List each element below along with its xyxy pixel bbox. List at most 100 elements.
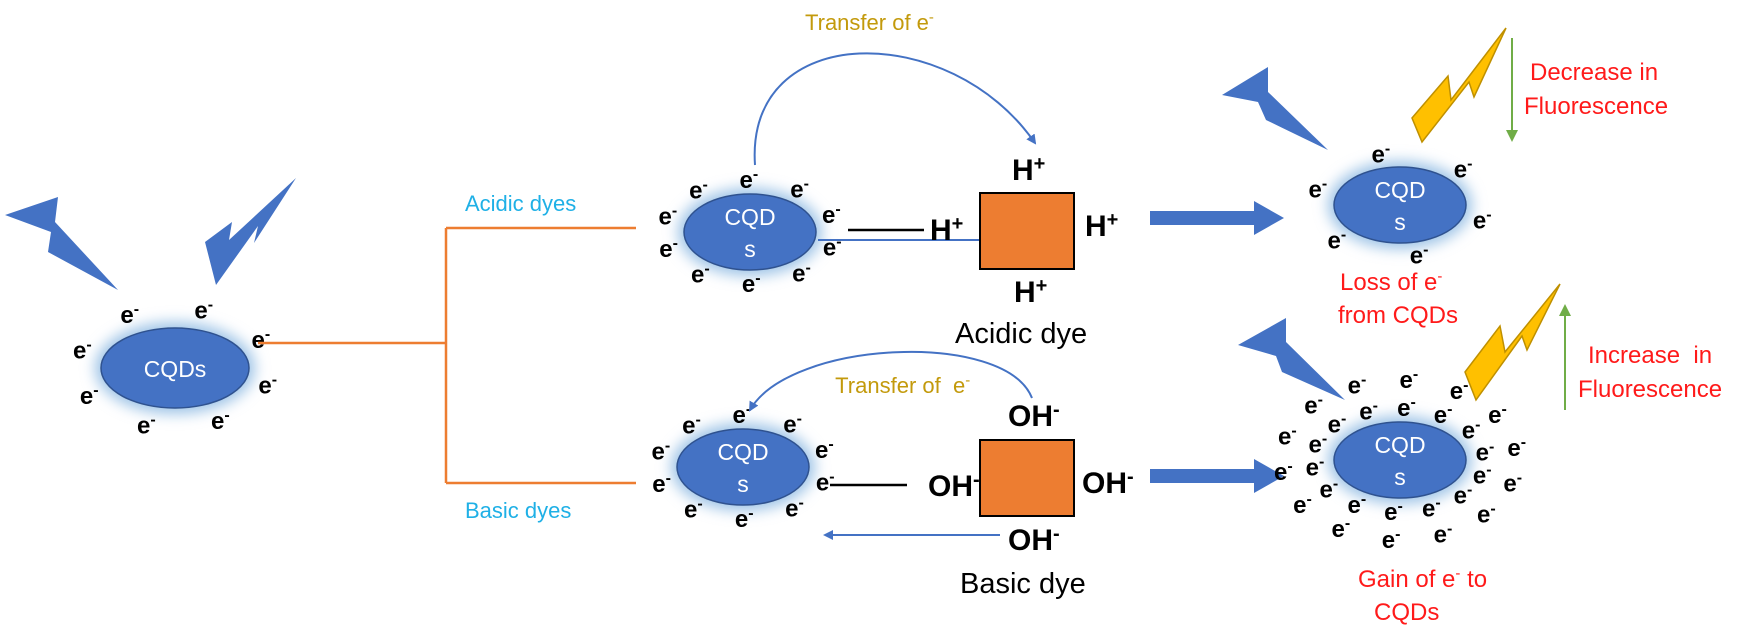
gain-label-1: Gain of e- to bbox=[1358, 565, 1487, 593]
electron-label: e- bbox=[1306, 454, 1325, 482]
lightning-icon bbox=[5, 197, 118, 290]
basic-ion-bottom: OH- bbox=[1008, 523, 1060, 557]
acidic-ion-right: H+ bbox=[1085, 209, 1118, 243]
central-cqd: CQDs e-e-e-e-e-e-e-e- bbox=[73, 297, 277, 440]
electron-label: e- bbox=[1410, 242, 1429, 270]
electron-label: e- bbox=[1359, 398, 1378, 426]
electron-label: e- bbox=[1278, 422, 1297, 450]
basic-cqd-dot bbox=[676, 428, 810, 506]
electron-label: e- bbox=[1462, 417, 1481, 445]
basic-ion-right: OH- bbox=[1082, 466, 1134, 500]
electron-label: e- bbox=[1397, 394, 1416, 422]
acidic-ion-left: H+ bbox=[930, 213, 963, 247]
acidic-ion-bottom: H+ bbox=[1014, 275, 1047, 309]
basic-cqd: CQD s e-e-e-e-e-e-e-e-e-e- bbox=[651, 401, 834, 533]
acidic-cqd-label-2: s bbox=[744, 236, 756, 262]
electron-label: e- bbox=[1308, 431, 1327, 459]
basic-dye-label: Basic dye bbox=[960, 568, 1086, 600]
electron-label: e- bbox=[1304, 392, 1323, 420]
electron-label: e- bbox=[1488, 401, 1507, 429]
electron-label: e- bbox=[689, 176, 708, 204]
electron-label: e- bbox=[739, 166, 758, 194]
electron-label: e- bbox=[1476, 438, 1495, 466]
electron-label: e- bbox=[1293, 491, 1312, 519]
electron-label: e- bbox=[1382, 526, 1401, 554]
basic-ion-left: OH- bbox=[928, 469, 980, 503]
electron-label: e- bbox=[1372, 140, 1391, 168]
result-top-cqd: CQD s e-e-e-e-e-e- bbox=[1308, 140, 1491, 269]
electron-label: e- bbox=[1320, 475, 1339, 503]
electron-label: e- bbox=[816, 468, 835, 496]
basic-transfer-label: Transfer of e- bbox=[805, 365, 989, 398]
basic-result-arrow bbox=[1150, 459, 1284, 493]
electron-label: e- bbox=[691, 261, 710, 289]
electron-label: e- bbox=[1450, 377, 1469, 405]
acidic-ion-top: H+ bbox=[1012, 153, 1045, 187]
decrease-fluorescence-2: Fluorescence bbox=[1524, 93, 1668, 120]
acidic-result-arrow bbox=[1150, 201, 1284, 235]
electron-label: e- bbox=[1348, 491, 1367, 519]
electron-label: e- bbox=[1434, 521, 1453, 549]
electron-label: e- bbox=[194, 297, 213, 325]
lightning-icon bbox=[1464, 283, 1561, 402]
electron-label: e- bbox=[785, 495, 804, 523]
result-top-label-1: CQD bbox=[1374, 177, 1425, 203]
lightning-icon bbox=[1238, 318, 1345, 400]
electron-label: e- bbox=[1434, 401, 1453, 429]
electron-label: e- bbox=[120, 301, 139, 329]
result-bottom-label-2: s bbox=[1394, 464, 1406, 490]
electron-label: e- bbox=[684, 496, 703, 524]
electron-label: e- bbox=[1328, 226, 1347, 254]
electron-label: e- bbox=[651, 438, 670, 466]
electron-label: e- bbox=[823, 233, 842, 261]
electron-label: e- bbox=[1348, 372, 1367, 400]
central-cqd-dot bbox=[100, 327, 250, 409]
electron-label: e- bbox=[783, 411, 802, 439]
branch-label-acidic: Acidic dyes bbox=[465, 191, 576, 216]
electron-label: e- bbox=[732, 401, 751, 429]
electron-label: e- bbox=[73, 336, 92, 364]
basic-cqd-label-1: CQD bbox=[717, 439, 768, 465]
acidic-cqd-label-1: CQD bbox=[724, 204, 775, 230]
result-bottom-cqd: CQD s e-e-e-e-e-e-e-e-e-e-e-e-e-e- e-e-e… bbox=[1274, 366, 1526, 554]
electron-label: e- bbox=[1308, 176, 1327, 204]
electron-label: e- bbox=[211, 407, 230, 435]
basic-ion-top: OH- bbox=[1008, 399, 1060, 433]
electron-label: e- bbox=[251, 326, 270, 354]
electron-label: e- bbox=[1332, 515, 1351, 543]
result-bottom-dot bbox=[1333, 421, 1467, 499]
electron-label: e- bbox=[1422, 494, 1441, 522]
increase-fluorescence-2: Fluorescence bbox=[1578, 376, 1722, 403]
electron-label: e- bbox=[790, 176, 809, 204]
electron-label: e- bbox=[1507, 434, 1526, 462]
branch-lines bbox=[258, 226, 636, 485]
acidic-dye-box bbox=[979, 192, 1075, 270]
electron-label: e- bbox=[1477, 501, 1496, 529]
electron-label: e- bbox=[652, 470, 671, 498]
electron-label: e- bbox=[258, 372, 277, 400]
electron-label: e- bbox=[659, 235, 678, 263]
result-bottom-label-1: CQD bbox=[1374, 432, 1425, 458]
electron-label: e- bbox=[1454, 481, 1473, 509]
electron-label: e- bbox=[1274, 458, 1293, 486]
basic-transfer-arrow bbox=[749, 350, 1033, 412]
loss-label-1: Loss of e- bbox=[1340, 268, 1442, 296]
lightning-icon bbox=[1222, 67, 1328, 150]
electron-label: e- bbox=[1328, 411, 1347, 439]
acidic-dye-label: Acidic dye bbox=[955, 318, 1087, 350]
electron-label: e- bbox=[815, 436, 834, 464]
electron-label: e- bbox=[137, 411, 156, 439]
increase-indicator-head bbox=[1559, 304, 1571, 316]
branch-label-basic: Basic dyes bbox=[465, 498, 571, 523]
lightning-icon bbox=[205, 178, 296, 285]
central-cqd-label: CQDs bbox=[144, 356, 207, 382]
increase-fluorescence-1: Increase in bbox=[1588, 342, 1712, 369]
gain-label-2: CQDs bbox=[1374, 599, 1439, 626]
result-top-label-2: s bbox=[1394, 209, 1406, 235]
electron-label: e- bbox=[80, 382, 99, 410]
acidic-transfer-arrow bbox=[753, 52, 1037, 166]
basic-cqd-label-2: s bbox=[737, 471, 749, 497]
lightning-icon bbox=[1411, 27, 1507, 144]
electron-label: e- bbox=[1400, 366, 1419, 394]
